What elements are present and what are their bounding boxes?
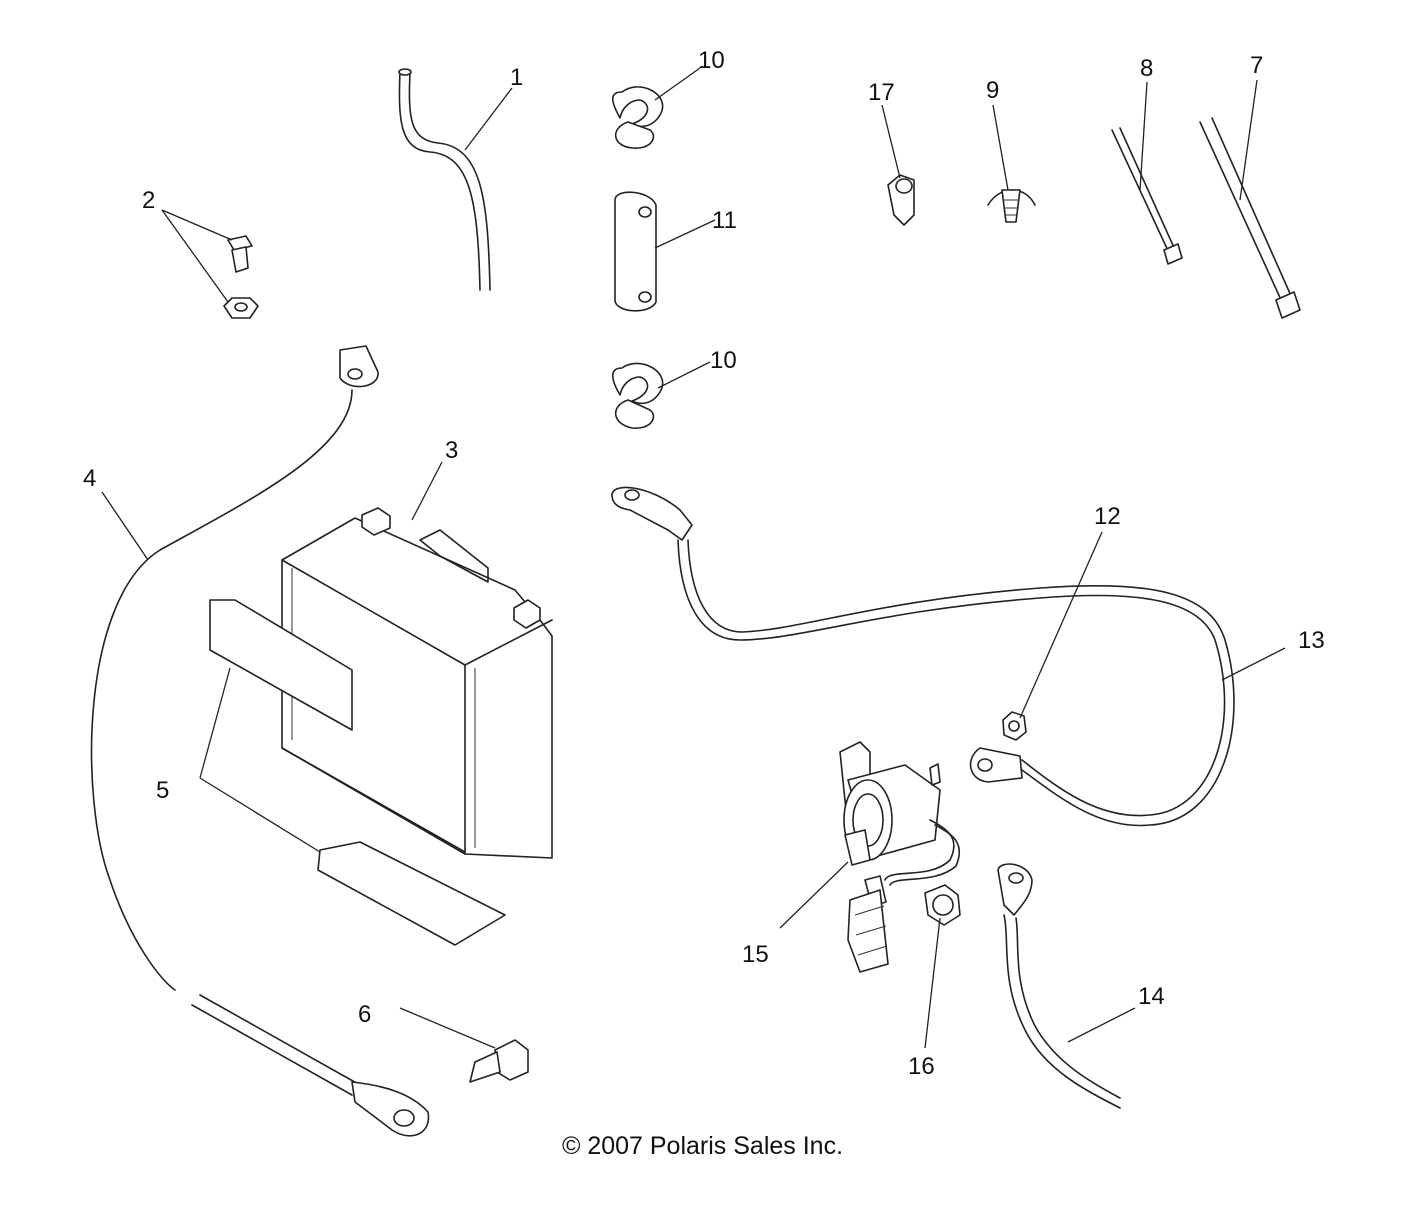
callout-9: 9	[986, 77, 999, 104]
callout-11: 11	[712, 207, 737, 234]
nut-part	[223, 297, 259, 319]
callout-1: 1	[510, 64, 523, 91]
push-rivet-part	[987, 189, 1036, 223]
solenoid-part	[839, 741, 961, 973]
callout-14: 14	[1138, 983, 1165, 1010]
cable-tie-long-part	[1199, 117, 1301, 319]
leader-lines	[101, 67, 1286, 1049]
callout-7: 7	[1250, 52, 1263, 79]
vent-tube-part	[398, 68, 491, 291]
callout-13: 13	[1298, 627, 1325, 654]
callout-12: 12	[1094, 503, 1121, 530]
callout-10-upper: 10	[698, 47, 725, 74]
bolt-part	[227, 235, 253, 273]
callout-3: 3	[445, 437, 458, 464]
cable-nut-part	[1002, 711, 1027, 741]
callout-6: 6	[358, 1001, 371, 1028]
cable-tie-short-part	[1111, 127, 1183, 265]
callout-10-lower: 10	[710, 347, 737, 374]
callout-17: 17	[868, 79, 895, 106]
callout-15: 15	[742, 941, 769, 968]
callout-5: 5	[156, 777, 169, 804]
callout-numbers: 1 2 3 4 5 6 7 8 9 10 10 11 12 13 14 15 1…	[83, 47, 1325, 1080]
screw-part	[469, 1039, 529, 1083]
solenoid-cable-part	[997, 863, 1121, 1109]
callout-8: 8	[1140, 55, 1153, 82]
positive-cable-part	[611, 486, 1235, 827]
copyright-notice: © 2007 Polaris Sales Inc.	[561, 1132, 844, 1160]
callout-4: 4	[83, 465, 96, 492]
retainer-clip-upper-part	[611, 86, 664, 149]
callout-16: 16	[908, 1053, 935, 1080]
decal-part	[209, 599, 506, 946]
battery-strap-part	[614, 191, 657, 312]
retainer-clip-lower-part	[611, 362, 664, 429]
solenoid-screw-part	[924, 884, 961, 926]
negative-cable-part	[90, 345, 430, 1137]
battery-part	[281, 507, 553, 859]
connector-part	[887, 174, 915, 226]
callout-2: 2	[142, 187, 155, 214]
